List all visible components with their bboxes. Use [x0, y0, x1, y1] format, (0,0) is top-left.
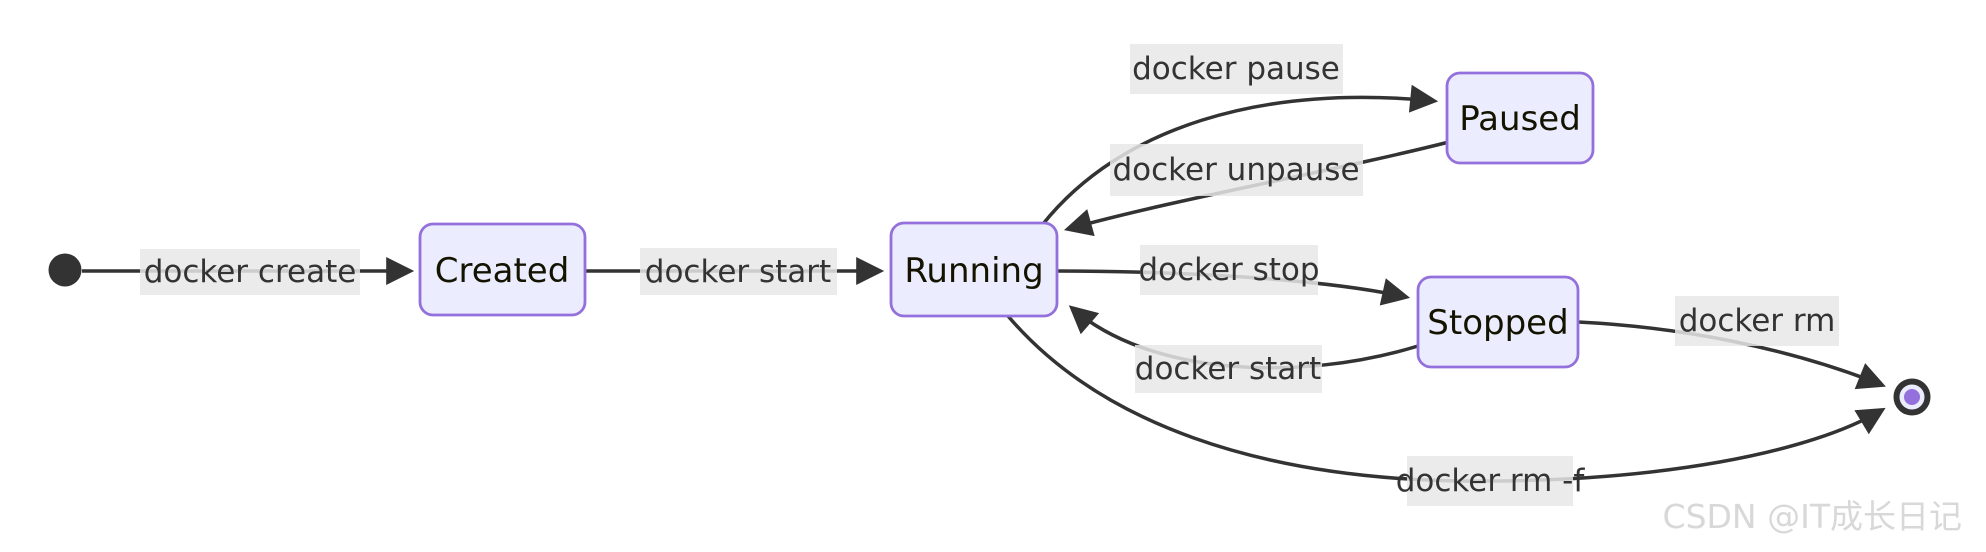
transition-label-text: docker rm -f	[1396, 463, 1586, 499]
state-name: Paused	[1459, 99, 1581, 139]
final-state-icon	[1893, 378, 1931, 416]
transition-label-docker-create: docker create	[140, 249, 360, 295]
state-name: Created	[435, 251, 570, 291]
state-paused: Paused	[1445, 71, 1595, 165]
transition-labels: docker create docker start docker pause …	[140, 44, 1839, 506]
state-stopped: Stopped	[1416, 275, 1580, 369]
state-box	[418, 222, 587, 317]
transition-label-text: docker start	[1135, 351, 1321, 387]
transition-label-text: docker create	[144, 254, 357, 290]
label-background	[1110, 144, 1363, 196]
label-background	[640, 248, 837, 295]
transition-label-docker-start-1: docker start	[640, 248, 837, 295]
transition-label-docker-start-2: docker start	[1135, 345, 1322, 393]
state-nodes: Created Running Paused Stopped	[48, 71, 1931, 416]
transition-label-docker-rm-f: docker rm -f	[1396, 456, 1586, 506]
label-background	[1675, 296, 1839, 346]
state-box	[1445, 71, 1595, 165]
transition-label-text: docker stop	[1138, 252, 1319, 288]
label-background	[140, 249, 360, 295]
state-box	[1416, 275, 1580, 369]
label-background	[1407, 456, 1573, 506]
label-background	[1140, 245, 1318, 295]
transition-label-text: docker start	[645, 254, 831, 290]
initial-state-icon	[48, 253, 82, 287]
state-name: Stopped	[1427, 303, 1568, 343]
state-running: Running	[889, 221, 1059, 318]
state-box	[889, 221, 1059, 318]
state-name: Running	[904, 251, 1043, 291]
state-created: Created	[418, 222, 587, 317]
final-state-inner-dot	[1904, 389, 1920, 405]
label-background	[1130, 44, 1343, 94]
transition-label-docker-unpause: docker unpause	[1110, 144, 1363, 196]
transition-label-text: docker rm	[1679, 303, 1836, 339]
transition-label-text: docker pause	[1132, 51, 1340, 87]
transition-label-docker-stop: docker stop	[1138, 245, 1320, 295]
transition-label-docker-rm: docker rm	[1675, 296, 1839, 346]
watermark-text: CSDN @IT成长日记	[1663, 497, 1962, 536]
label-background	[1135, 345, 1322, 393]
transition-label-docker-pause: docker pause	[1130, 44, 1343, 94]
edge-running-to-paused	[1041, 84, 1439, 226]
transition-label-text: docker unpause	[1112, 152, 1359, 188]
